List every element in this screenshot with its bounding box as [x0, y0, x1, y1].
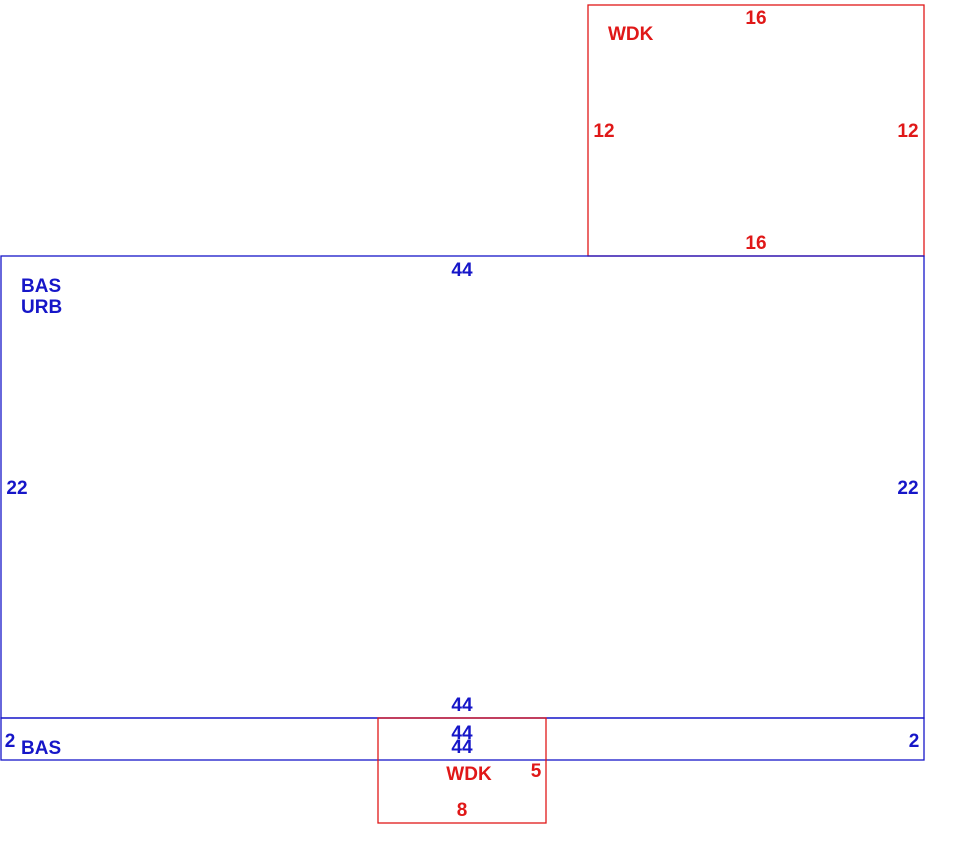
- wdk-top-dim-top: 16: [745, 8, 766, 29]
- wdk-bottom-dim-top: 44: [451, 723, 473, 744]
- bas-strip-dim-left: 2: [5, 731, 16, 752]
- bas-main-dim-left: 22: [6, 478, 27, 499]
- bas-main-dim-top: 44: [451, 260, 473, 281]
- bas-strip-dim-right: 2: [909, 731, 920, 752]
- bas-main-dim-right: 22: [897, 478, 918, 499]
- bas-main-code: BAS: [21, 276, 61, 297]
- wdk-top-dim-left: 12: [593, 121, 614, 142]
- bas-main-dim-bottom: 44: [451, 695, 473, 716]
- bas-strip-code: BAS: [21, 738, 61, 759]
- wdk-bottom-dim-right: 5: [531, 761, 542, 782]
- wdk-top-code: WDK: [608, 24, 654, 45]
- wdk-bottom-dim-bottom: 8: [457, 800, 468, 821]
- bas-main-subcode: URB: [21, 297, 62, 318]
- wdk-bottom-outline: [377, 717, 547, 824]
- bas-strip-dim-top: 44: [451, 723, 473, 744]
- wdk-bottom-code: WDK: [446, 764, 492, 785]
- bas-main-outline: [0, 255, 925, 719]
- wdk-top-dim-right: 12: [897, 121, 918, 142]
- wdk-top-dim-bottom: 16: [745, 233, 766, 254]
- bas-strip-dim-bottom: 44: [451, 737, 473, 758]
